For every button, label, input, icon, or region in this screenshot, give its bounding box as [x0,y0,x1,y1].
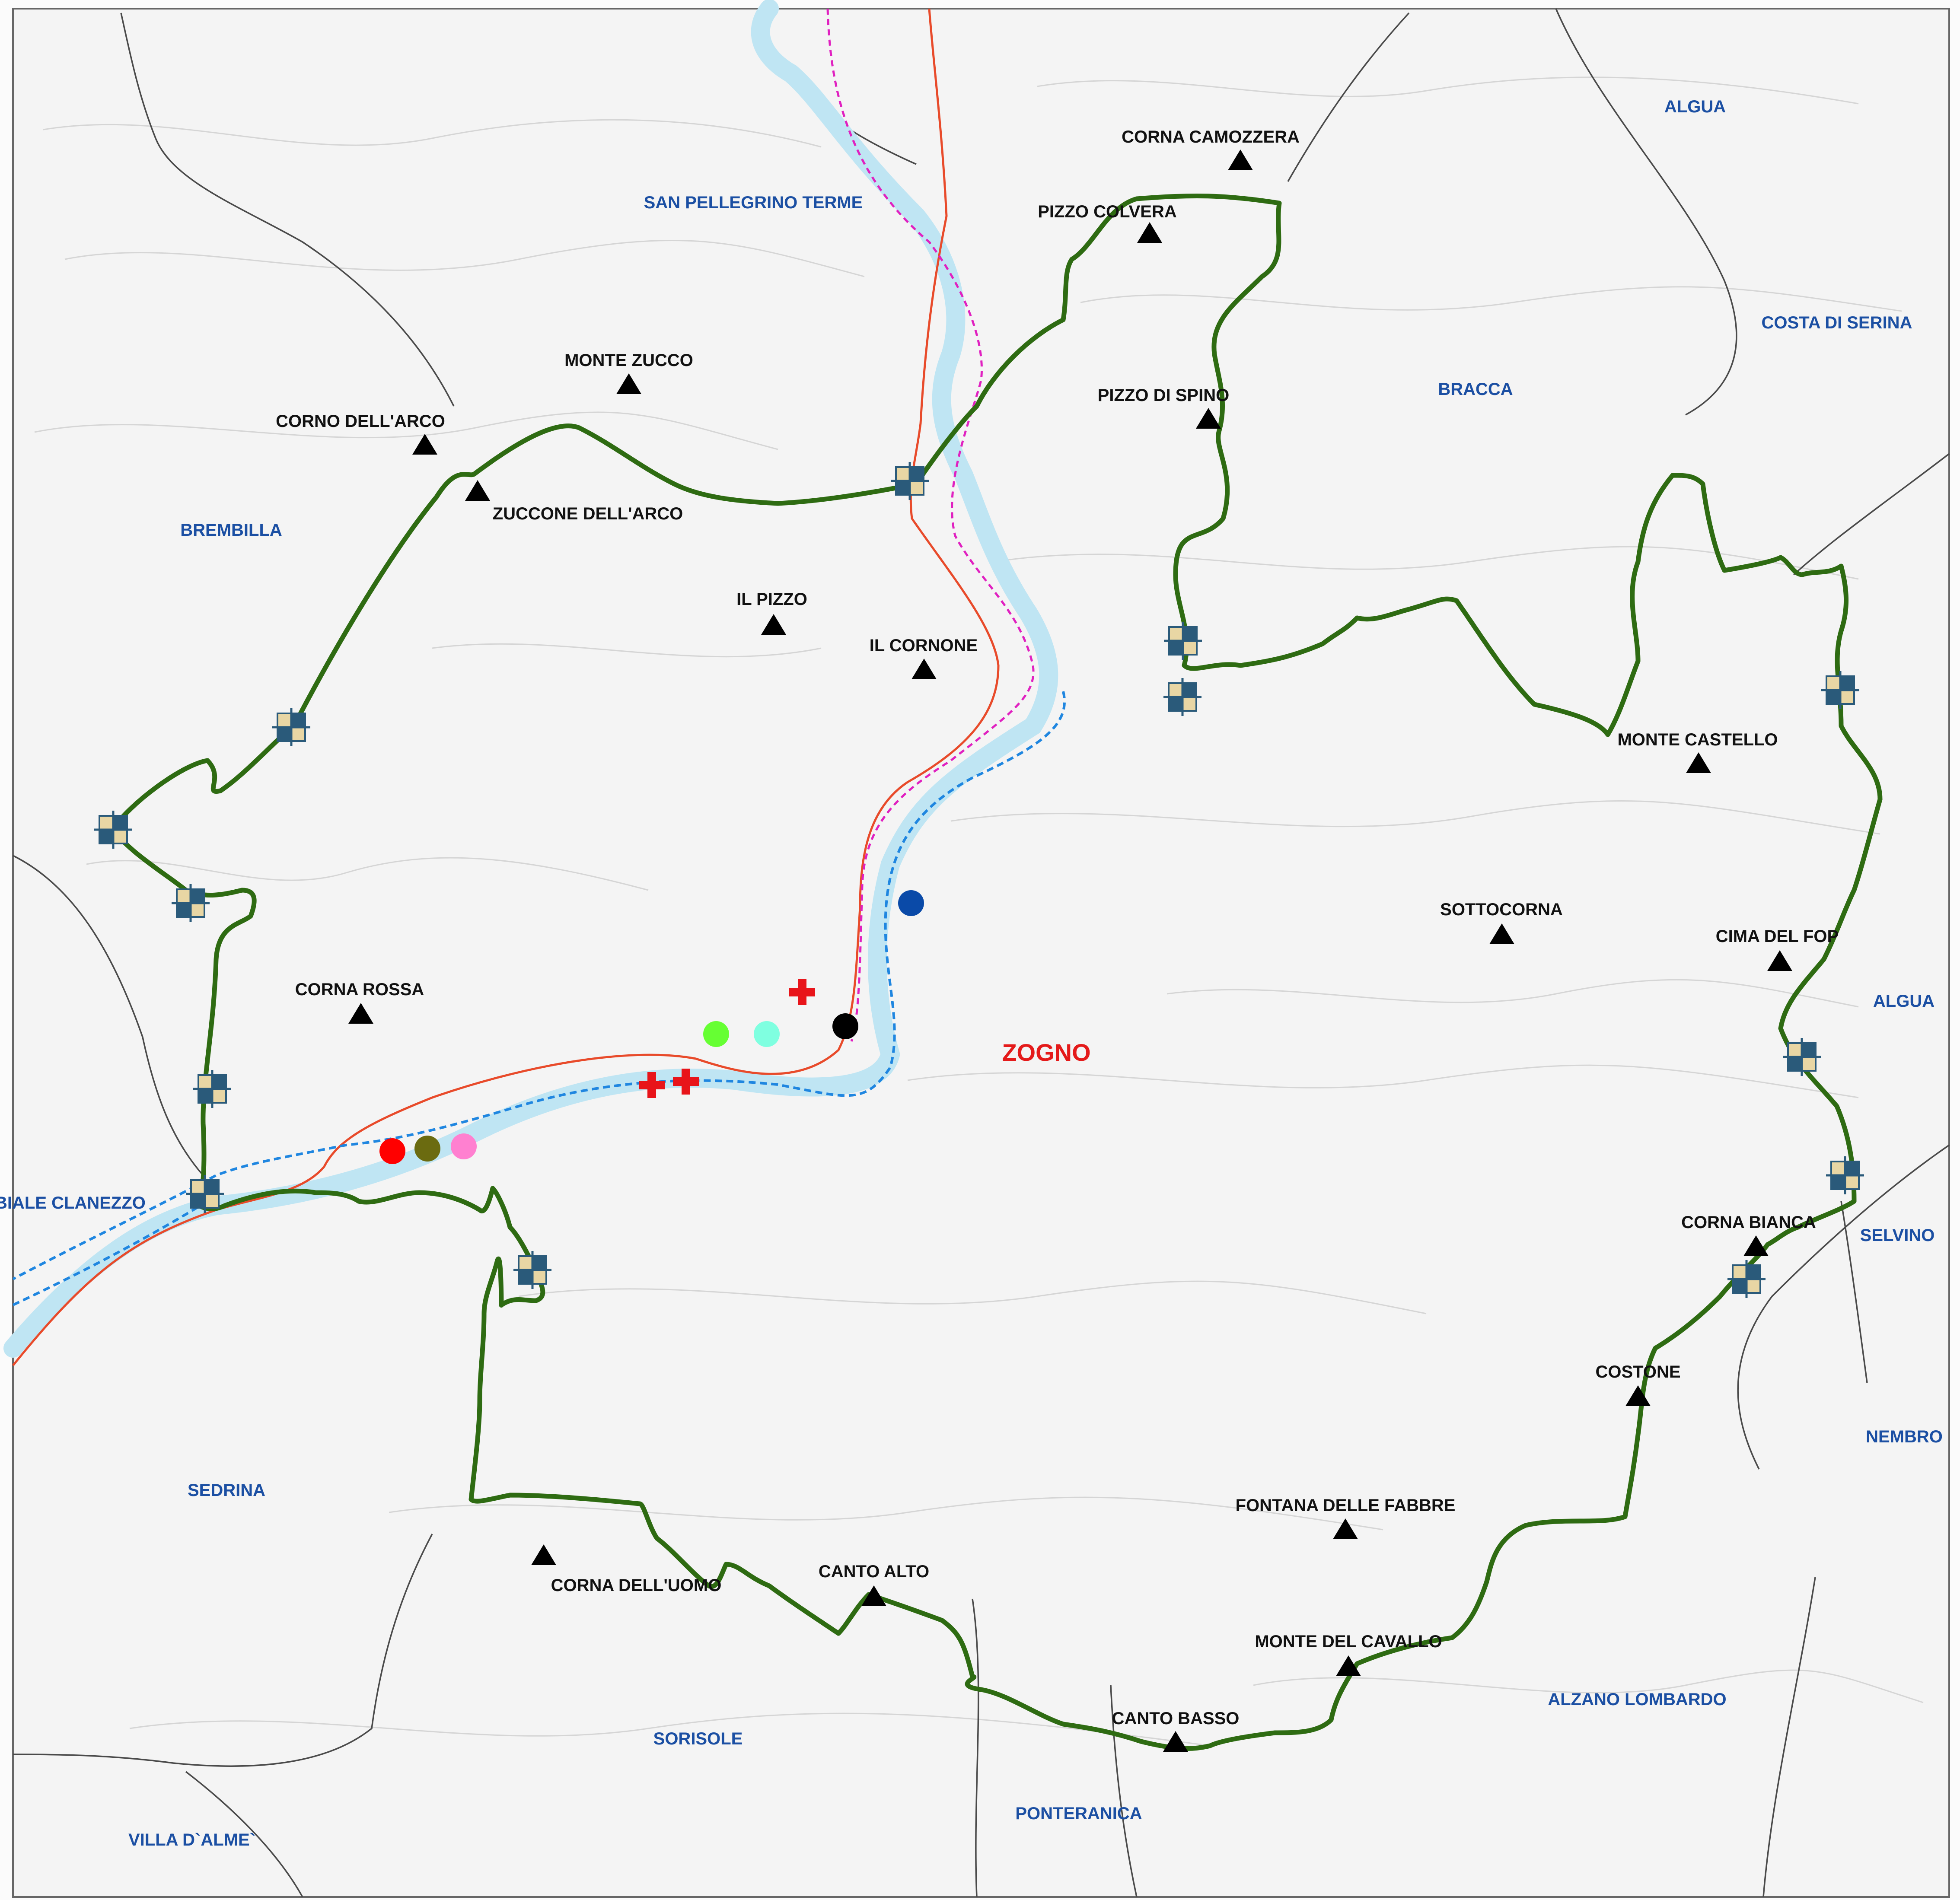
municipality-label: BREMBILLA [180,521,282,540]
municipal-boundaries [13,8,1950,1897]
municipality-label: SELVINO [1860,1226,1935,1245]
municipality-label: PONTERANICA [1015,1804,1142,1823]
point-markers [379,890,924,1164]
dashed-pink-line [826,8,1035,1042]
main-town-label: ZOGNO [1002,1039,1090,1066]
dashed-blue-line [12,691,1066,1280]
peak-label: MONTE CASTELLO [1617,730,1778,749]
municipality-label: BRACCA [1438,380,1513,399]
main-road [12,8,1000,1366]
peak-label: CANTO ALTO [819,1562,929,1581]
peak-label: MONTE ZUCCO [564,351,693,370]
point-marker-cyan [754,1021,780,1047]
municipality-label: NEMBRO [1866,1427,1943,1446]
point-marker-pink [451,1133,477,1159]
municipality-label: SORISOLE [653,1729,743,1748]
brembo-river [3,0,1058,1358]
point-marker-lime [703,1021,729,1047]
municipality-label: VILLA D`ALME` [128,1830,255,1849]
peak-label: CORNA BIANCA [1681,1213,1816,1232]
peak-label: CANTO BASSO [1112,1709,1240,1728]
municipality-label: COSTA DI SERINA [1762,313,1912,332]
point-marker-olive [414,1136,440,1162]
relief-contours [34,76,1924,1747]
municipality-labels: ALGUA SAN PELLEGRINO TERME COSTA DI SERI… [0,97,1943,1849]
peak-label: IL PIZZO [736,590,807,609]
municipality-label: UBIALE CLANEZZO [0,1193,146,1213]
peak-label: ZUCCONE DELL'ARCO [493,504,683,523]
municipality-label: ALGUA [1664,97,1726,116]
municipality-label: ALGUA [1873,992,1935,1011]
peak-labels: CORNA CAMOZZERA PIZZO COLVERA MONTE ZUCC… [276,127,1839,1728]
peak-label: PIZZO COLVERA [1038,202,1176,221]
peak-label: MONTE DEL CAVALLO [1255,1632,1442,1651]
peak-label: CORNA ROSSA [295,980,424,999]
point-marker-blue [898,890,924,916]
municipality-label: ALZANO LOMBARDO [1548,1690,1726,1709]
peak-label: CORNA DELL'UOMO [551,1576,722,1595]
municipality-label: SAN PELLEGRINO TERME [644,193,863,212]
peak-label: COSTONE [1595,1362,1680,1381]
peak-label: IL CORNONE [870,636,978,655]
peak-label: FONTANA DELLE FABBRE [1236,1496,1456,1515]
point-marker-black [832,1013,858,1039]
point-marker-red [379,1138,405,1164]
peak-label: PIZZO DI SPINO [1098,386,1229,405]
dashed-blue-line-2 [12,1200,208,1306]
peak-label: CORNO DELL'ARCO [276,412,445,431]
peak-label: SOTTOCORNA [1440,900,1563,919]
peak-label: CORNA CAMOZZERA [1122,127,1300,146]
peak-label: CIMA DEL FOP [1716,927,1839,946]
municipality-label: SEDRINA [188,1481,265,1500]
